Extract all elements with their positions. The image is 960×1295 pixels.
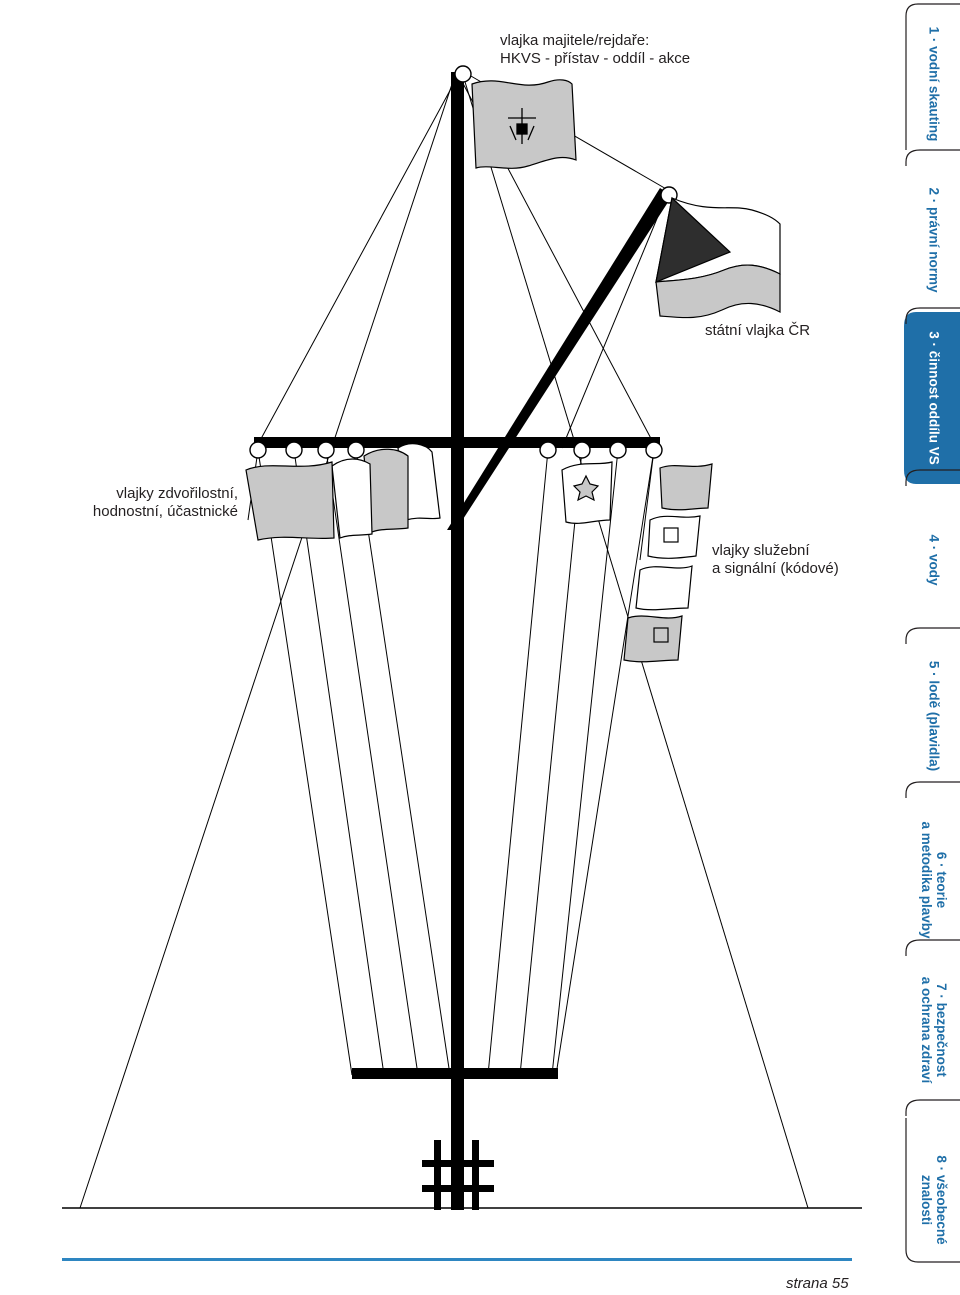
gaff (447, 188, 672, 530)
owner-flag-caption: vlajka majitele/rejdaře: HKVS - přístav … (500, 32, 690, 68)
chapter-tab-title: 3 · činnost oddílu VS (926, 331, 942, 465)
owner-flag-emblem (508, 108, 536, 144)
courtesy-flags-caption-line1: vlajky zdvořilostní, (116, 485, 238, 502)
owner-flag-caption-line1: vlajka majitele/rejdaře: (500, 32, 650, 49)
tab-divider (905, 781, 960, 798)
tab-divider (905, 1118, 960, 1263)
tab-divider (905, 3, 960, 150)
chapter-tab-subtitle: znalosti (919, 1174, 934, 1226)
chapter-tab-title: 1 · vodní skauting (926, 26, 942, 142)
chapter-tab-1[interactable]: 1 · vodní skauting (927, 27, 942, 142)
flag-mast (254, 72, 672, 1210)
chapter-tab-title: 6 · teorie (934, 851, 949, 909)
footer-rule (62, 1258, 852, 1261)
state-flag-caption: státní vlajka ČR (705, 322, 810, 340)
chapter-tab-title: 7 · bezpečnost (934, 983, 949, 1077)
tab-divider (905, 1099, 960, 1116)
tab-divider (905, 627, 960, 644)
courtesy-flags-caption: vlajky zdvořilostní, hodnostní, účastnic… (93, 485, 238, 521)
mast-base-brace (422, 1140, 494, 1210)
czech-national-flag (655, 196, 781, 319)
chapter-tab-title: 5 · lodě (plavidla) (926, 660, 942, 772)
service-flags-caption: vlajky služební a signální (kódové) (712, 542, 839, 578)
chapter-tab-subtitle: a ochrana zdraví (919, 976, 934, 1084)
chapter-tab-4[interactable]: 4 · vody (927, 534, 942, 585)
state-flag-caption-text: státní vlajka ČR (705, 322, 811, 339)
chapter-tab-title: 8 · všeobecné (934, 1155, 949, 1245)
courtesy-flags (245, 443, 441, 541)
chapter-tab-subtitle: a metodika plavby (919, 821, 934, 939)
chapter-tab-5[interactable]: 5 · lodě (plavidla) (927, 661, 942, 771)
tab-divider (905, 149, 960, 166)
chapter-tab-title: 4 · vody (926, 534, 942, 586)
star-emblem (572, 474, 600, 502)
service-signal-flags (561, 461, 713, 663)
chapter-tab-2[interactable]: 2 · právní normy (927, 187, 942, 292)
chapter-tab-title: 2 · právní normy (926, 187, 942, 293)
bottom-yard (352, 1068, 558, 1079)
tab-divider (905, 307, 960, 324)
owner-flag (471, 79, 577, 169)
yard-arm (254, 437, 660, 448)
tab-dividers (905, 3, 960, 1263)
page-number: strana 55 (786, 1275, 849, 1292)
owner-flag-caption-line2: HKVS - přístav - oddíl - akce (500, 50, 691, 67)
courtesy-flags-caption-line2: hodnostní, účastnické (92, 503, 238, 520)
active-tab-background (904, 312, 960, 484)
tab-divider (905, 469, 960, 486)
service-flags-caption-line2: a signální (kódové) (712, 560, 839, 577)
chapter-tab-3[interactable]: 3 · činnost oddílu VS (927, 331, 942, 465)
service-flags-caption-line1: vlajky služební (712, 542, 810, 559)
chapter-tab-strip (904, 3, 960, 1263)
tab-divider (905, 939, 960, 956)
